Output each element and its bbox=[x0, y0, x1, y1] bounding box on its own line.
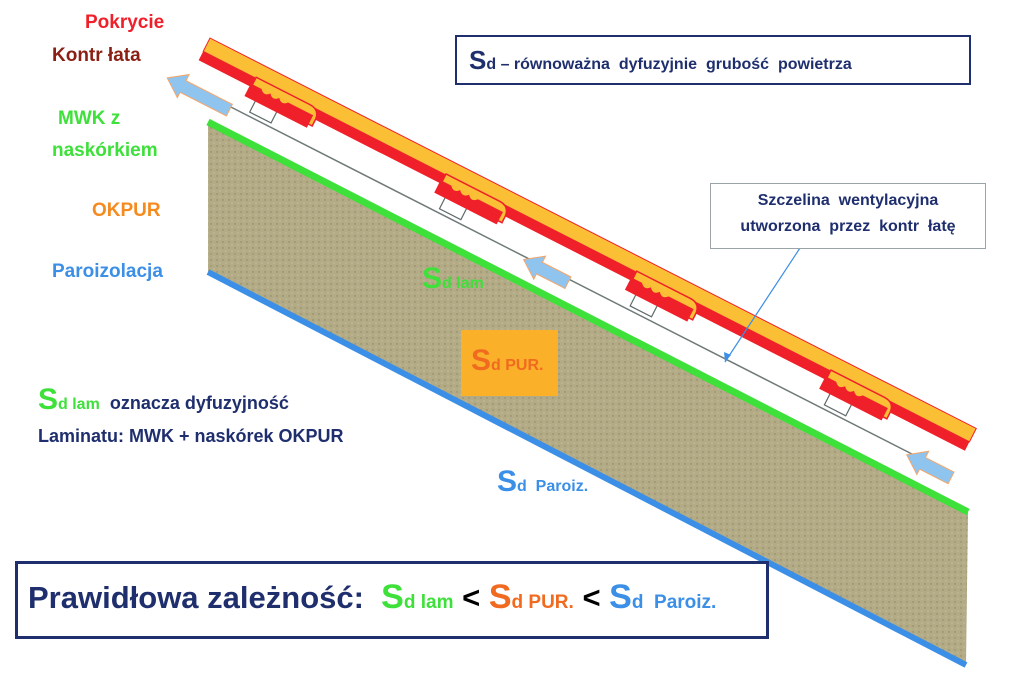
tag-sd-pur: Sd PUR. bbox=[471, 344, 543, 378]
definition-text: – równoważna dyfuzyjnie grubość powietrz… bbox=[496, 56, 852, 73]
s-letter: S bbox=[38, 383, 59, 416]
roof-covering-red bbox=[198, 51, 970, 451]
s-letter: S bbox=[488, 578, 512, 616]
subscript: d PUR. bbox=[491, 357, 544, 374]
less-than-1: < bbox=[462, 580, 481, 615]
note-text: oznacza dyfuzyjność bbox=[109, 393, 289, 413]
relation-sd-lam: Sd lam bbox=[381, 578, 454, 616]
tag-sd-paroiz: Sd Paroiz. bbox=[497, 465, 588, 499]
label-pokrycie: Pokrycie bbox=[85, 12, 165, 33]
relation-sd-paroiz: Sd Paroiz. bbox=[609, 578, 717, 616]
subscript: d Paroiz. bbox=[631, 592, 717, 613]
tile-lock bbox=[819, 376, 888, 421]
tile-lock bbox=[624, 277, 694, 322]
okpur-board bbox=[208, 122, 968, 665]
less-than-2: < bbox=[582, 580, 601, 615]
callout-arrowhead bbox=[724, 352, 731, 362]
airflow-arrow-icon bbox=[522, 255, 572, 290]
label-kontr-lata: Kontr łata bbox=[52, 45, 141, 66]
callout-pointer bbox=[724, 247, 801, 363]
relation-line: Prawidłowa zależność: Sd lam < Sd PUR. <… bbox=[28, 578, 716, 617]
note-line-2: Laminatu: MWK + naskórek OKPUR bbox=[38, 426, 344, 446]
membrane-line bbox=[221, 101, 953, 476]
note-line-1: Sd lam oznacza dyfuzyjność bbox=[38, 383, 289, 417]
subscript: d Paroiz. bbox=[517, 478, 589, 495]
tile-lock bbox=[244, 83, 314, 128]
subscript: d lam bbox=[442, 275, 484, 292]
s-letter: S bbox=[422, 262, 443, 295]
subscript: d PUR. bbox=[511, 592, 574, 613]
label-mwk-2: naskórkiem bbox=[52, 140, 158, 161]
s-letter: S bbox=[471, 344, 492, 377]
subscript: d lam bbox=[58, 396, 100, 413]
airflow-arrow-icon bbox=[166, 73, 233, 117]
tag-sd-lam: Sd lam bbox=[422, 262, 484, 296]
relation-box: Prawidłowa zależność: Sd lam < Sd PUR. <… bbox=[15, 561, 769, 639]
sd-pur-box: Sd PUR. bbox=[461, 330, 558, 396]
mwk-layer-line bbox=[206, 118, 970, 516]
callout-line-1: Szczelina wentylacyjna bbox=[757, 192, 939, 209]
vapor-barrier-line bbox=[206, 269, 968, 668]
relation-sd-pur: Sd PUR. bbox=[488, 578, 574, 616]
airflow-arrow-icon bbox=[905, 450, 955, 485]
label-paroizolacja: Paroizolacja bbox=[52, 261, 163, 282]
ventilation-gap-callout: Szczelina wentylacyjna utworzona przez k… bbox=[710, 183, 986, 249]
tile-lock bbox=[434, 180, 503, 225]
definition-s: S bbox=[469, 45, 487, 75]
label-mwk-1: MWK z bbox=[58, 108, 121, 129]
definition-d: d bbox=[486, 56, 497, 73]
s-letter: S bbox=[381, 578, 404, 616]
s-letter: S bbox=[497, 465, 518, 498]
subscript: d lam bbox=[403, 592, 454, 613]
label-okpur: OKPUR bbox=[92, 200, 161, 221]
definition-box: Sd – równoważna dyfuzyjnie grubość powie… bbox=[455, 35, 971, 85]
s-letter: S bbox=[609, 578, 632, 616]
callout-line-2: utworzona przez kontr łatę bbox=[740, 218, 956, 235]
relation-title: Prawidłowa zależność: bbox=[28, 580, 364, 615]
